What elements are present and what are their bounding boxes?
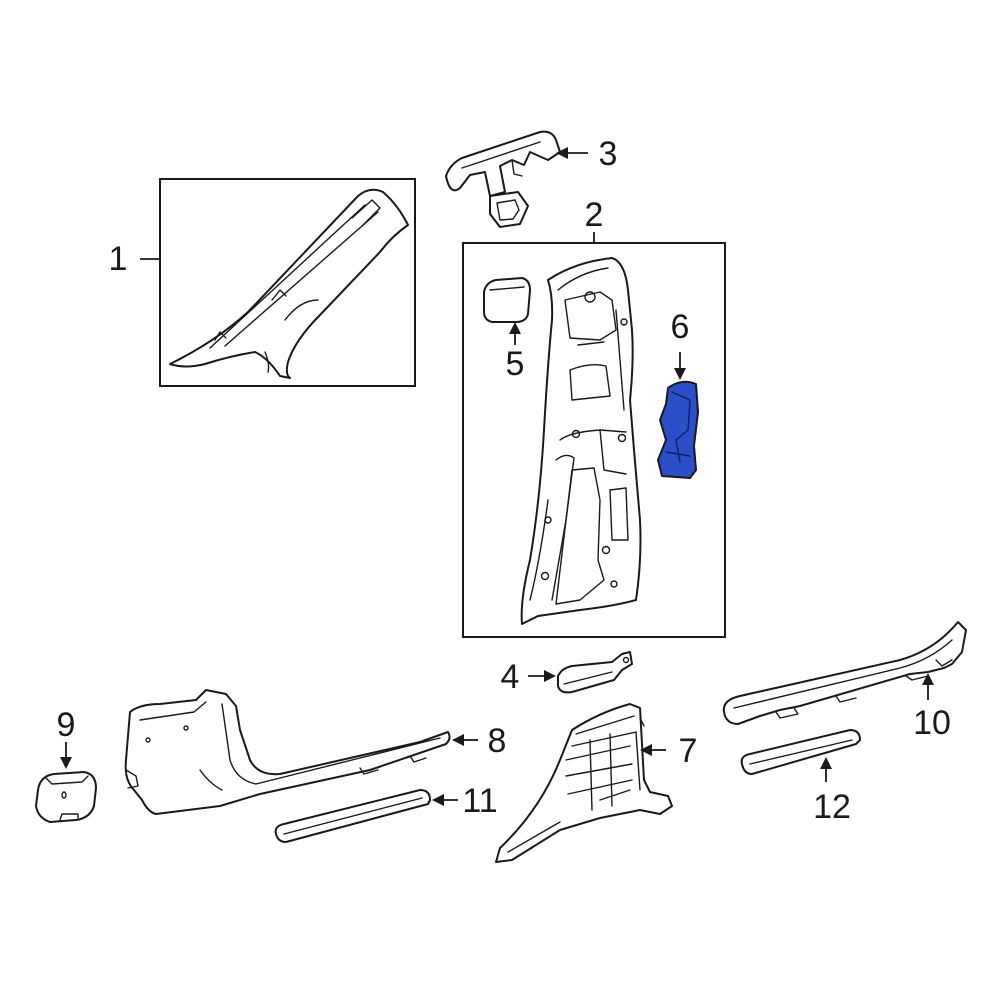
part-1-pillar-trim[interactable]: [159, 178, 416, 387]
arrow-8: [452, 734, 464, 746]
callout-7: 7: [679, 732, 698, 770]
part-5-pad[interactable]: [483, 277, 531, 323]
callout-4: 4: [501, 658, 520, 696]
arrow-7: [640, 744, 652, 756]
arrow-12: [820, 757, 832, 769]
part-6-insulator-highlighted[interactable]: [657, 380, 699, 479]
callout-9: 9: [57, 706, 76, 744]
callout-12: 12: [813, 788, 851, 826]
callout-1: 1: [109, 240, 128, 278]
part-10-sill-trim[interactable]: [722, 621, 967, 725]
callout-11: 11: [462, 782, 497, 820]
callout-10: 10: [913, 704, 951, 742]
arrow-9: [60, 757, 72, 769]
callout-5: 5: [506, 345, 525, 383]
part-3-bracket[interactable]: [445, 130, 561, 228]
arrow-4: [544, 670, 556, 682]
arrow-10: [922, 673, 934, 685]
part-7-quarter-trim[interactable]: [495, 703, 673, 863]
part-4-bracket[interactable]: [557, 651, 633, 694]
part-1-box: [159, 178, 416, 387]
callout-2: 2: [585, 196, 604, 234]
arrow-11: [432, 794, 444, 806]
arrow-6: [674, 368, 686, 380]
arrow-3: [556, 147, 568, 159]
part-8-kick-panel[interactable]: [124, 689, 451, 815]
part-11-scuff-strip[interactable]: [274, 789, 431, 843]
callout-6: 6: [671, 308, 690, 346]
callout-3: 3: [599, 135, 618, 173]
arrow-5: [509, 322, 521, 334]
part-2-b-pillar-trim[interactable]: [520, 257, 642, 625]
part-12-scuff-plate[interactable]: [740, 729, 861, 775]
callout-8: 8: [488, 722, 507, 760]
part-9-cover-cap[interactable]: [35, 771, 97, 823]
